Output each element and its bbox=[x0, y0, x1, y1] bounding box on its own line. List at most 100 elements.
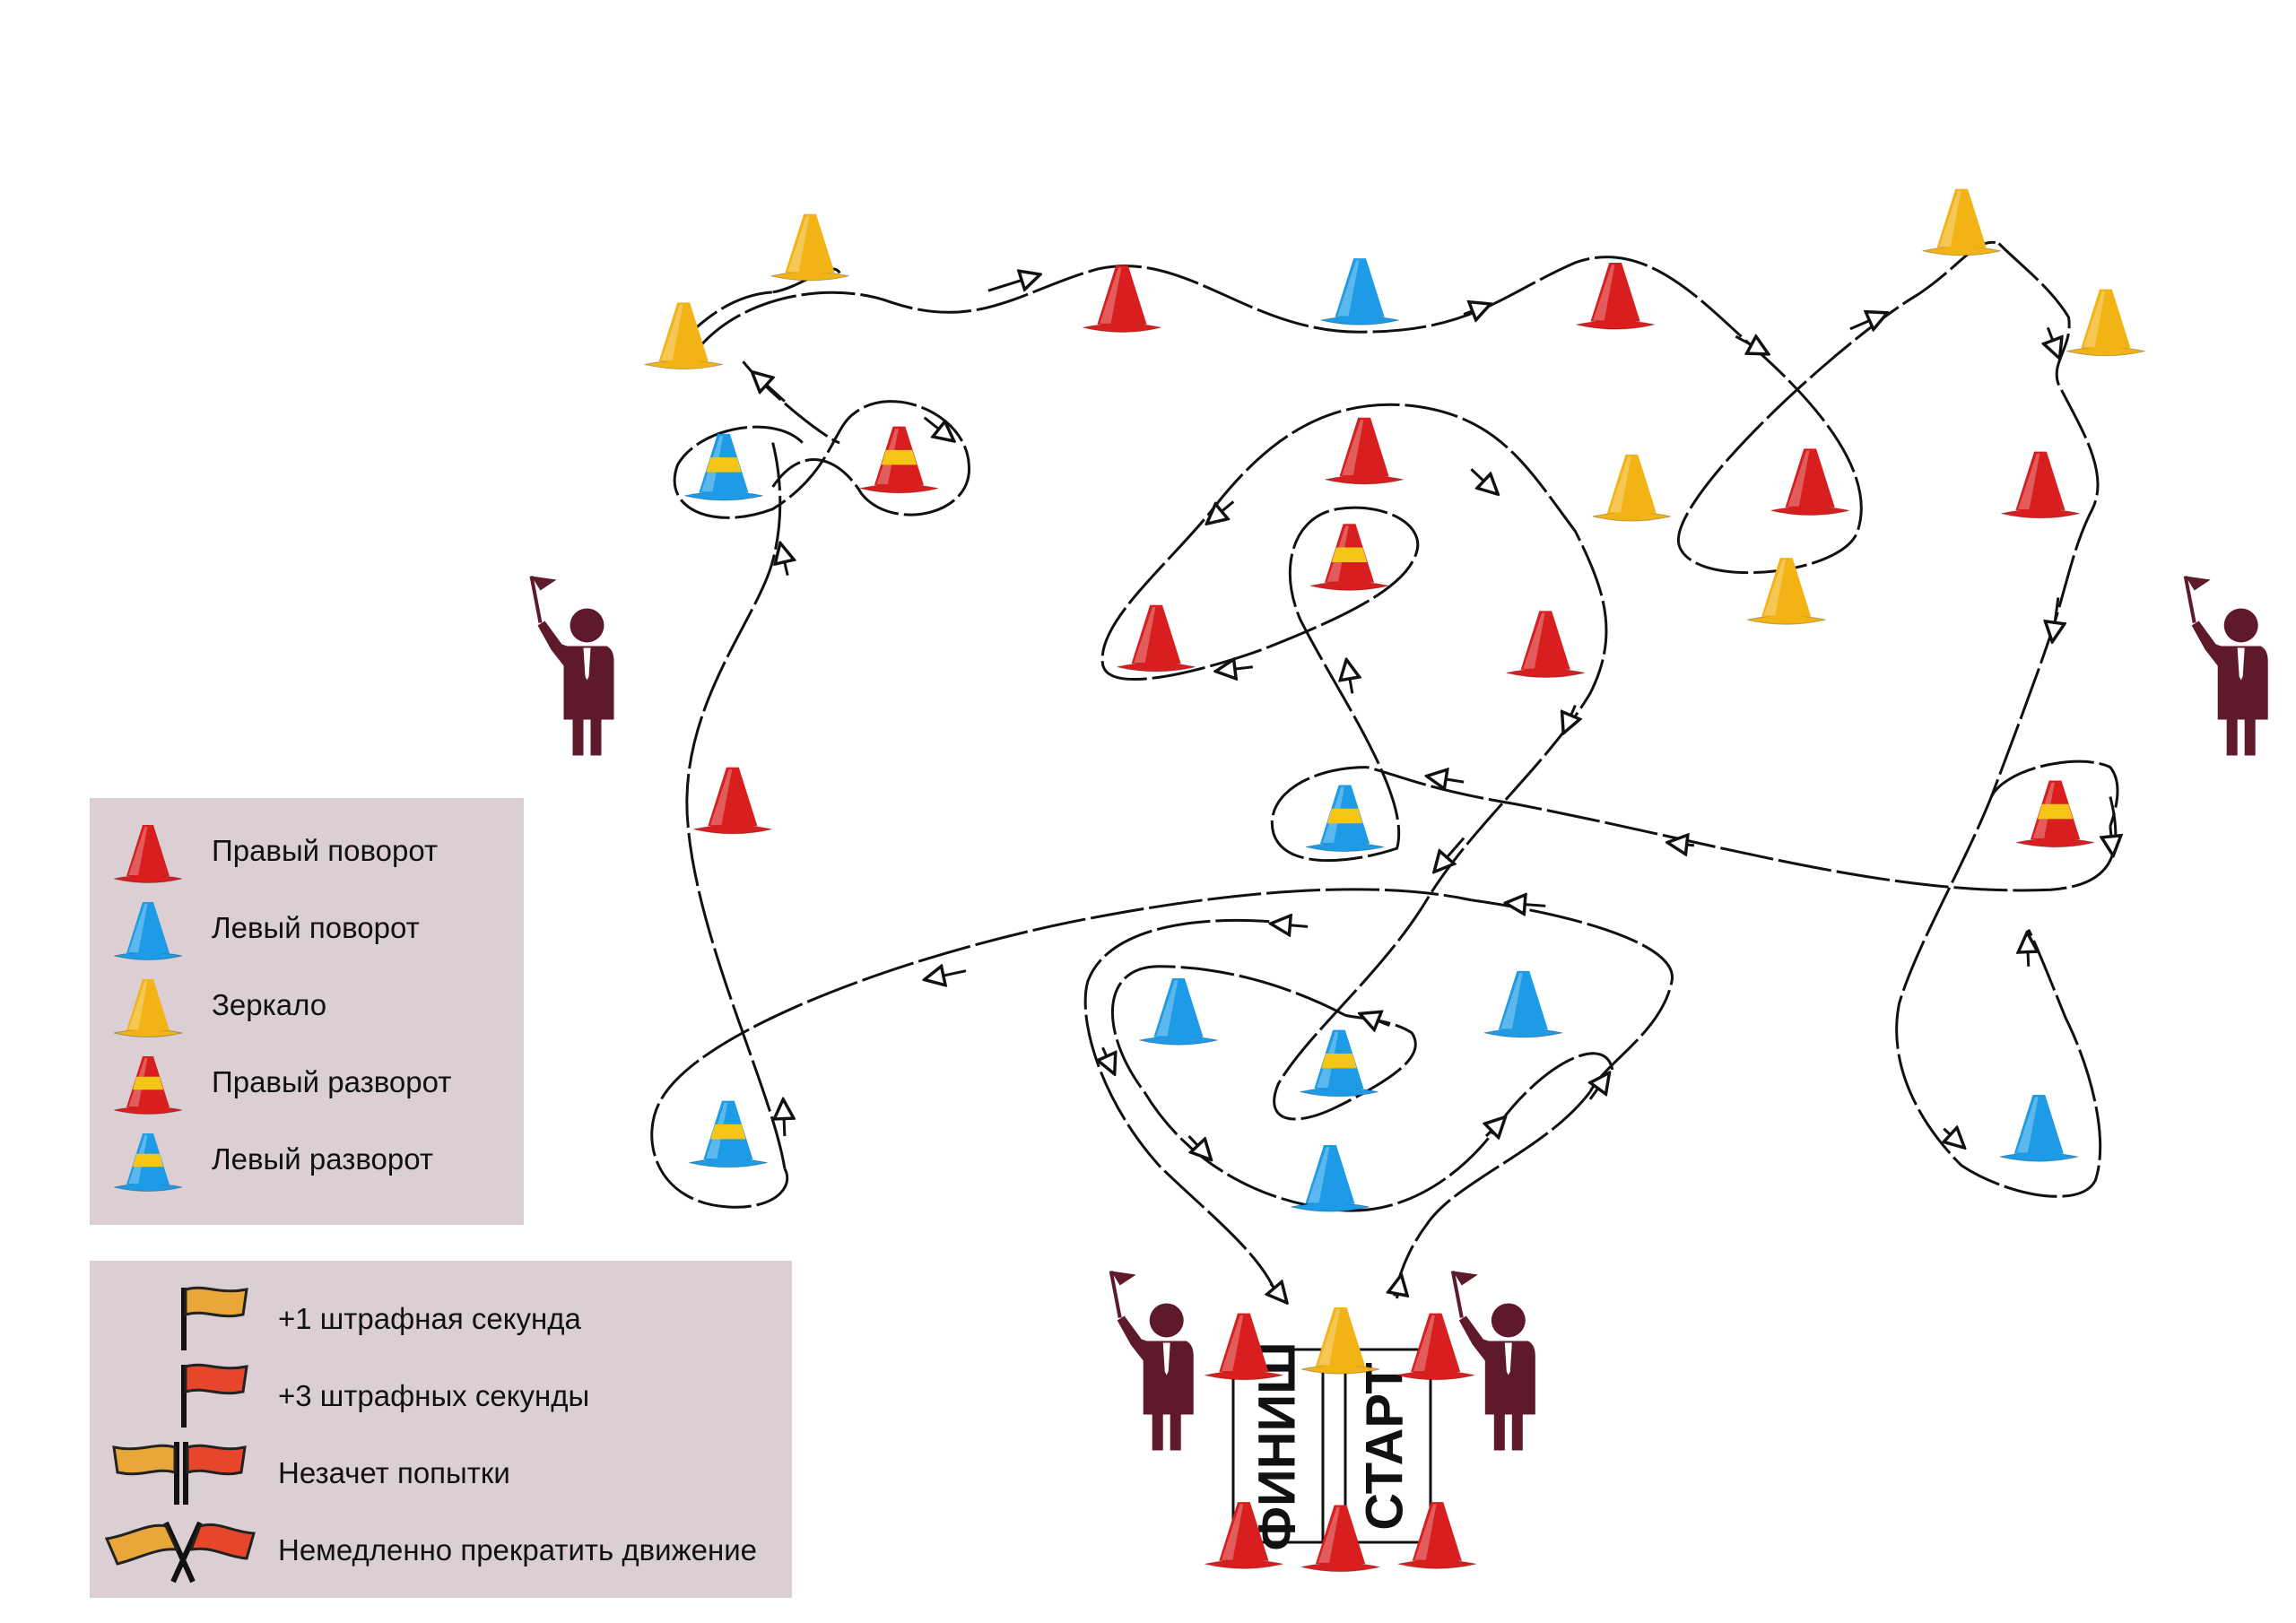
legend-label: Немедленно прекратить движение bbox=[278, 1533, 758, 1567]
route-segment-8 bbox=[1112, 967, 1612, 1211]
direction-arrow-20 bbox=[925, 971, 967, 980]
red-cone-29 bbox=[1205, 1502, 1283, 1569]
route-segment-12 bbox=[1897, 244, 2100, 1197]
red-cone-icon bbox=[113, 825, 183, 883]
red-striped-cone-14 bbox=[1309, 524, 1389, 591]
yellow-cone-10 bbox=[1592, 454, 1672, 522]
marshal-start bbox=[1450, 1271, 1535, 1451]
direction-arrow-22 bbox=[1505, 903, 1546, 906]
legend-item-plus-three-seconds: +3 штрафных секунды bbox=[90, 1358, 792, 1429]
blue-striped-cone-22 bbox=[1300, 1029, 1378, 1098]
legend-item-stop-immediately: Немедленно прекратить движение bbox=[90, 1512, 792, 1584]
direction-arrow-25 bbox=[1486, 1117, 1506, 1136]
direction-arrow-5 bbox=[2052, 597, 2058, 641]
legend-item-left-turn: Левый поворот bbox=[90, 893, 524, 965]
route-lines bbox=[652, 242, 2118, 1298]
direction-arrow-27 bbox=[1360, 1013, 1390, 1025]
yellow-cone-icon bbox=[113, 979, 183, 1037]
legend-label: Левый разворот bbox=[212, 1142, 433, 1176]
direction-arrow-1 bbox=[1463, 304, 1491, 315]
direction-arrow-30 bbox=[783, 1099, 785, 1137]
direction-arrow-12 bbox=[1215, 667, 1253, 672]
direction-arrow-14 bbox=[1434, 837, 1465, 872]
red-cone-31 bbox=[1397, 1502, 1477, 1569]
yellow-cone-5 bbox=[1922, 188, 2001, 256]
yellow-red-flags-icon bbox=[112, 1442, 247, 1505]
route-segment-9 bbox=[1471, 900, 1672, 1092]
yellow-flag-icon bbox=[181, 1286, 248, 1350]
route-segment-10 bbox=[1394, 1092, 1590, 1298]
blue-cone-20 bbox=[1139, 978, 1218, 1046]
start-label: СТАРТ bbox=[1355, 1362, 1413, 1530]
blue-cone-icon bbox=[113, 902, 183, 960]
cone-legend: Правый поворот Левый поворот Зеркало Пра… bbox=[90, 798, 524, 1225]
route-segment-0 bbox=[699, 242, 1999, 572]
blue-striped-cone-18 bbox=[1305, 785, 1385, 853]
direction-arrow-7 bbox=[752, 372, 786, 403]
blue-striped-cone-7 bbox=[684, 433, 763, 501]
course-cones bbox=[644, 188, 2145, 1573]
blue-cone-24 bbox=[1291, 1144, 1370, 1212]
route-segment-13 bbox=[1991, 761, 2118, 826]
direction-arrow-26 bbox=[1590, 1072, 1610, 1100]
red-cone-11 bbox=[1770, 448, 1849, 516]
red-cone-17 bbox=[693, 767, 772, 835]
red-cone-4 bbox=[1576, 263, 1655, 330]
legend-label: +3 штрафных секунды bbox=[278, 1379, 590, 1412]
direction-arrow-16 bbox=[1427, 777, 1465, 783]
legend-label: +1 штрафная секунда bbox=[278, 1302, 581, 1335]
direction-arrow-28 bbox=[1271, 1284, 1287, 1303]
marshal-left bbox=[529, 576, 614, 756]
marshal-right bbox=[2183, 576, 2268, 756]
direction-arrow-4 bbox=[2048, 326, 2059, 359]
crossed-flags-icon bbox=[104, 1521, 256, 1584]
red-cone-30 bbox=[1300, 1505, 1380, 1573]
legend-label: Правый поворот bbox=[212, 834, 439, 867]
direction-arrow-9 bbox=[1206, 500, 1235, 524]
legend-item-right-turn: Правый поворот bbox=[90, 816, 524, 888]
legend-label: Зеркало bbox=[212, 988, 327, 1021]
marshal-finish bbox=[1109, 1271, 1194, 1451]
red-cone-12 bbox=[2001, 451, 2080, 519]
direction-arrow-3 bbox=[1849, 313, 1887, 329]
yellow-cone-27 bbox=[1300, 1306, 1380, 1375]
red-cone-16 bbox=[1506, 611, 1586, 679]
direction-arrows bbox=[752, 274, 2113, 1303]
legend-item-plus-one-second: +1 штрафная секунда bbox=[90, 1280, 792, 1352]
direction-arrow-8 bbox=[780, 543, 787, 577]
red-striped-cone-19 bbox=[2015, 780, 2095, 848]
legend-item-mirror: Зеркало bbox=[90, 970, 524, 1042]
legend-label: Незачет попытки bbox=[278, 1456, 510, 1489]
red-striped-cone-8 bbox=[859, 426, 939, 494]
direction-arrow-10 bbox=[1470, 468, 1498, 494]
direction-arrow-11 bbox=[1346, 660, 1352, 694]
yellow-cone-13 bbox=[1746, 558, 1826, 625]
red-cone-2 bbox=[1083, 265, 1161, 333]
direction-arrow-23 bbox=[1102, 1046, 1114, 1074]
red-cone-26 bbox=[1205, 1313, 1283, 1381]
route-segment-2 bbox=[743, 361, 839, 443]
yellow-cone-6 bbox=[2066, 289, 2145, 357]
red-cone-15 bbox=[1117, 604, 1196, 673]
legend-item-right-u-turn: Правый разворот bbox=[90, 1047, 524, 1119]
legend-item-attempt-not-counted: Незачет попытки bbox=[90, 1435, 792, 1506]
red-cone-28 bbox=[1396, 1313, 1475, 1381]
red-flag-icon bbox=[181, 1363, 248, 1428]
yellow-cone-1 bbox=[644, 302, 724, 370]
direction-arrow-15 bbox=[1667, 843, 1695, 846]
legend-item-left-u-turn: Левый разворот bbox=[90, 1124, 524, 1196]
route-segment-3 bbox=[674, 402, 969, 518]
direction-arrow-21 bbox=[1271, 924, 1309, 926]
direction-arrow-19 bbox=[1944, 1129, 1964, 1148]
route-segment-5 bbox=[652, 890, 1472, 1207]
start-gate-box bbox=[1344, 1348, 1432, 1544]
blue-cone-3 bbox=[1320, 258, 1399, 325]
yellow-cone-0 bbox=[770, 213, 849, 282]
direction-arrow-29 bbox=[1397, 1275, 1402, 1299]
blue-cone-21 bbox=[1483, 970, 1563, 1038]
legend-label: Левый поворот bbox=[212, 911, 420, 944]
flag-legend: +1 штрафная секунда +3 штрафных секунды … bbox=[90, 1261, 792, 1598]
blue-cone-25 bbox=[1999, 1095, 2079, 1162]
direction-arrow-18 bbox=[2027, 933, 2029, 967]
